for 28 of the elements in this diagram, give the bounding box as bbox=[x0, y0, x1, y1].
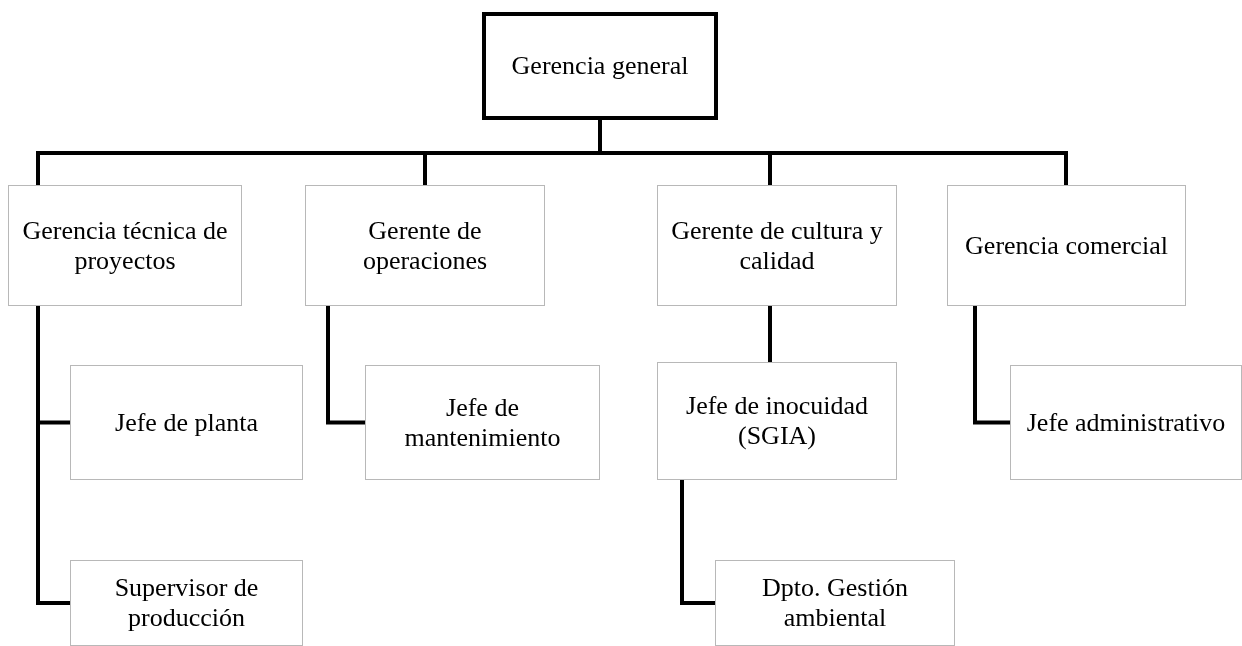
box-label: Jefe de planta bbox=[115, 407, 258, 438]
box-label: Gerente de cultura y calidad bbox=[670, 215, 884, 276]
box-label: Jefe de mantenimiento bbox=[403, 392, 562, 453]
box-label: Gerencia general bbox=[511, 51, 689, 81]
org-box bbox=[8, 185, 242, 306]
org-box bbox=[657, 185, 897, 306]
box-label: Jefe de inocuidad (SGIA) bbox=[685, 391, 869, 451]
org-box bbox=[305, 185, 545, 306]
org-box bbox=[70, 365, 303, 480]
box-label: Gerente de operaciones bbox=[361, 215, 489, 276]
connector-line bbox=[326, 306, 365, 425]
box-label: Supervisor de producción bbox=[113, 573, 260, 633]
connector-line bbox=[680, 480, 715, 605]
org-box bbox=[1010, 365, 1242, 480]
connector-line bbox=[598, 120, 1068, 185]
box-label: Gerencia técnica de proyectos bbox=[21, 215, 229, 276]
org-box bbox=[657, 362, 897, 480]
org-box bbox=[715, 560, 955, 646]
box-label: Jefe administrativo bbox=[1026, 407, 1226, 438]
root-box bbox=[482, 12, 718, 120]
connector-line bbox=[973, 306, 1010, 425]
box-label: Gerencia comercial bbox=[965, 230, 1168, 261]
connector-line bbox=[36, 306, 70, 605]
org-box bbox=[70, 560, 303, 646]
box-label: Dpto. Gestión ambiental bbox=[761, 573, 909, 633]
connector-line bbox=[768, 306, 772, 362]
org-box bbox=[947, 185, 1186, 306]
org-box bbox=[365, 365, 600, 480]
